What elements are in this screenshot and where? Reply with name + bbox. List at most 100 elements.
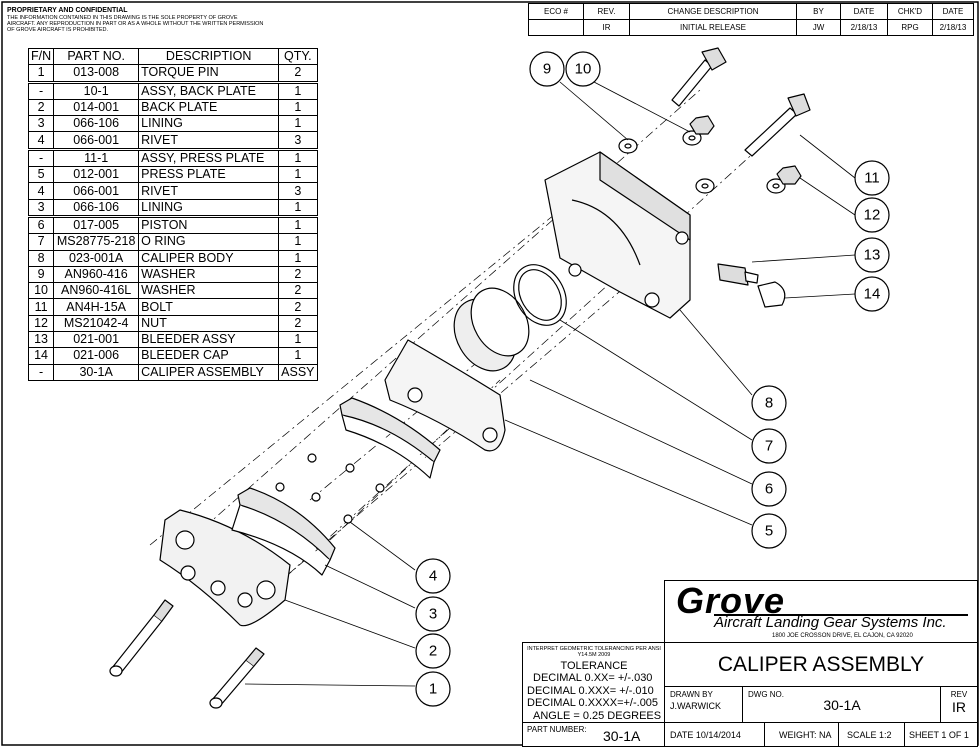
tolerance-angle: ANGLE = 0.25 DEGREES <box>533 709 662 722</box>
parts-cell: 11 <box>27 298 55 316</box>
parts-cell: 021-001 <box>53 331 140 349</box>
company-address: 1800 JOE CROSSON DRIVE, EL CAJON, CA 920… <box>772 633 913 639</box>
o-ring <box>513 264 567 326</box>
parts-cell: - <box>27 80 55 100</box>
company-block <box>664 580 978 644</box>
washers <box>618 130 786 194</box>
parts-cell: 1 <box>278 115 318 133</box>
parts-cell: LINING <box>138 115 280 133</box>
dwg-no-value: 30-1A <box>823 697 861 713</box>
torque-pin-1 <box>109 599 174 677</box>
tolerance-2-place: DECIMAL 0.XX= +/-.030 <box>533 672 653 684</box>
tolerance-3-place: DECIMAL 0.XXX= +/-.010 <box>527 684 654 697</box>
proprietary-text: THE INFORMATION CONTAINED IN THIS DRAWIN… <box>7 15 264 33</box>
parts-header-cell: PART NO. <box>53 47 140 66</box>
date-cell: DATE 10/14/2014 <box>664 722 766 747</box>
parts-cell: - <box>27 363 55 381</box>
callout-13: 13 <box>864 247 881 264</box>
bolt-1 <box>671 47 727 107</box>
parts-cell: 10 <box>27 282 55 300</box>
parts-header-cell: QTY. <box>278 47 318 66</box>
callout-9: 9 <box>543 61 551 78</box>
parts-cell: TORQUE PIN <box>138 64 280 83</box>
scale-value: SCALE 1:2 <box>847 730 892 740</box>
logo-underline <box>714 614 968 616</box>
callout-6: 6 <box>765 481 773 498</box>
drawing-title-cell: CALIPER ASSEMBLY <box>664 642 978 688</box>
press-plate <box>384 339 506 452</box>
leader-lines <box>244 81 856 687</box>
parts-cell: ASSY, BACK PLATE <box>138 80 280 100</box>
part-number-value: 30-1A <box>603 728 641 744</box>
parts-header-cell: DESCRIPTION <box>138 47 280 66</box>
parts-cell: 1 <box>278 80 318 100</box>
sheet-value: SHEET 1 OF 1 <box>909 730 969 740</box>
parts-header-row: F/N PART NO. DESCRIPTION QTY. <box>27 47 318 66</box>
callout-14: 14 <box>864 286 881 303</box>
callout-10: 10 <box>575 61 592 78</box>
parts-cell: 014-001 <box>53 98 140 117</box>
dwg-no-label: DWG NO. <box>748 690 784 699</box>
rivets <box>275 453 385 524</box>
parts-cell: RIVET <box>138 182 280 200</box>
tolerance-title: TOLERANCE <box>560 660 628 672</box>
parts-cell: CALIPER ASSEMBLY <box>138 363 280 381</box>
callout-balloons <box>415 51 890 707</box>
weight-cell: WEIGHT: NA <box>764 722 840 747</box>
part-number-cell: PART NUMBER: 30-1A <box>522 722 666 747</box>
callout-4: 4 <box>429 568 437 585</box>
rev-cell: INITIAL RELEASE <box>629 19 797 36</box>
rev-cell: REV IR <box>940 686 978 724</box>
callout-1: 1 <box>429 681 437 698</box>
parts-cell: 12 <box>27 314 55 333</box>
part-number-label: PART NUMBER: <box>527 725 587 734</box>
parts-cell: 3 <box>278 182 318 200</box>
sheet-cell: SHEET 1 OF 1 <box>904 722 978 747</box>
lining-press <box>339 397 441 479</box>
back-plate <box>159 509 291 627</box>
callout-5: 5 <box>765 523 773 540</box>
piston <box>453 287 530 372</box>
bleeder-cap <box>757 281 786 308</box>
callout-7: 7 <box>765 438 773 455</box>
company-name: Aircraft Landing Gear Systems Inc. <box>714 614 947 631</box>
parts-cell: ASSY <box>278 363 318 381</box>
parts-cell: 3 <box>27 115 55 133</box>
callout-12: 12 <box>864 207 881 224</box>
parts-cell: WASHER <box>138 282 280 300</box>
parts-cell: 1 <box>278 147 318 168</box>
proprietary-title: PROPRIETARY AND CONFIDENTIAL <box>7 7 128 14</box>
date-value: DATE 10/14/2014 <box>670 730 741 740</box>
callout-8: 8 <box>765 395 773 412</box>
callout-2: 2 <box>429 643 437 660</box>
bleeder-assy <box>717 263 759 286</box>
weight-value: WEIGHT: NA <box>779 730 832 740</box>
tolerance-note: INTERPRET GEOMETRIC TOLERANCING PER ANSI… <box>527 646 661 658</box>
tolerance-block: INTERPRET GEOMETRIC TOLERANCING PER ANSI… <box>522 642 666 724</box>
parts-cell: 4 <box>27 182 55 200</box>
parts-cell: MS28775-218 <box>53 233 140 251</box>
drawn-by-cell: DRAWN BY J.WARWICK <box>664 686 744 724</box>
parts-header-cell: F/N <box>27 47 55 66</box>
parts-cell: AN960-416 <box>53 265 140 284</box>
lining-back <box>231 487 336 576</box>
rev-cell: JW <box>796 19 841 36</box>
parts-cell: 066-001 <box>53 182 140 200</box>
